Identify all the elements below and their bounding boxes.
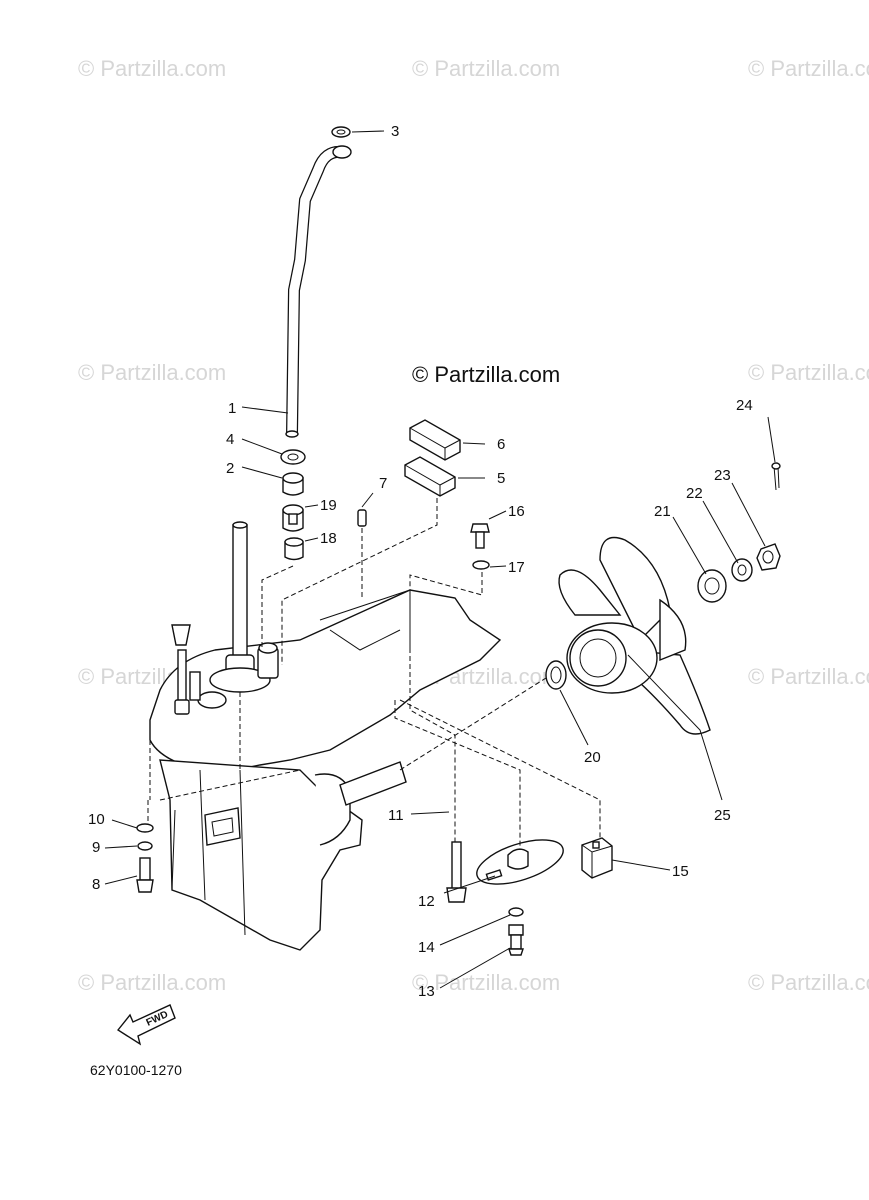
callout-14: 14 xyxy=(418,939,435,956)
fwd-arrow-icon: FWD xyxy=(116,1004,176,1046)
water-pipe xyxy=(285,126,352,438)
drive-shaft xyxy=(171,521,279,715)
callout-3: 3 xyxy=(391,123,399,140)
callout-4: 4 xyxy=(226,431,234,448)
callout-labels: 1 2 3 4 5 6 7 8 9 10 11 12 13 14 15 16 1… xyxy=(88,123,753,1000)
drawing-code: 62Y0100-1270 xyxy=(90,1062,182,1078)
callout-11: 11 xyxy=(388,807,404,824)
prop-hardware xyxy=(697,462,781,603)
callout-8: 8 xyxy=(92,876,100,893)
callout-23: 23 xyxy=(714,467,731,484)
callout-1: 1 xyxy=(228,400,236,417)
watermark: © Partzilla.com xyxy=(412,56,561,81)
watermark: © Partzilla.com xyxy=(78,360,227,385)
rubber-seals xyxy=(404,419,461,497)
grommets xyxy=(280,449,306,561)
callout-10: 10 xyxy=(88,811,105,828)
callout-15: 15 xyxy=(672,863,689,880)
bolt-8-group xyxy=(136,823,154,893)
watermark: © Partzilla.com xyxy=(748,56,869,81)
anode-bolt xyxy=(508,907,524,956)
callout-2: 2 xyxy=(226,460,234,477)
callout-13: 13 xyxy=(418,983,435,1000)
propeller xyxy=(558,536,711,735)
callout-24: 24 xyxy=(736,397,753,414)
watermark: © Partzilla.com xyxy=(748,664,869,689)
leader-lines xyxy=(104,130,776,989)
callout-9: 9 xyxy=(92,839,100,856)
watermark: © Partzilla.com xyxy=(412,970,561,995)
bolt-11 xyxy=(446,841,467,903)
copyright-notice: © Partzilla.com xyxy=(412,362,561,387)
thrust-washer xyxy=(545,660,567,690)
callout-19: 19 xyxy=(320,497,337,514)
trim-anode xyxy=(581,837,613,879)
callout-5: 5 xyxy=(497,470,505,487)
bolt-16 xyxy=(470,523,490,570)
callout-17: 17 xyxy=(508,559,525,576)
callout-25: 25 xyxy=(714,807,731,824)
callout-21: 21 xyxy=(654,503,671,520)
anode-plate xyxy=(476,839,564,885)
watermark: © Partzilla.com xyxy=(78,56,227,81)
callout-16: 16 xyxy=(508,503,525,520)
callout-20: 20 xyxy=(584,749,601,766)
callout-12: 12 xyxy=(418,893,435,910)
callout-6: 6 xyxy=(497,436,505,453)
watermark: © Partzilla.com xyxy=(748,360,869,385)
lower-case xyxy=(149,589,502,951)
watermark: © Partzilla.com xyxy=(78,970,227,995)
callout-18: 18 xyxy=(320,530,337,547)
callout-7: 7 xyxy=(379,475,387,492)
callout-22: 22 xyxy=(686,485,703,502)
dowel-pin xyxy=(357,509,367,527)
watermark: © Partzilla.com xyxy=(748,970,869,995)
